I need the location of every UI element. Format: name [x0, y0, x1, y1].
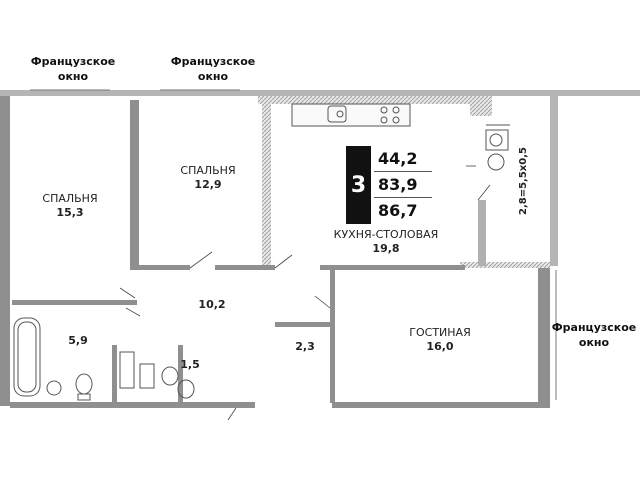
- room-name: СПАЛЬНЯ: [42, 192, 98, 205]
- total-area: 83,9: [374, 172, 432, 198]
- window-note-3: Французское окно: [551, 321, 637, 349]
- window-note-2: Французское окно: [170, 55, 256, 83]
- room-area: 2,3: [295, 340, 315, 353]
- interior-walls: [12, 100, 486, 403]
- bathroom-fixtures: [13, 317, 195, 401]
- room-name: КУХНЯ-СТОЛОВАЯ: [333, 228, 439, 241]
- outer-walls: [0, 90, 640, 408]
- room-area: 19,8: [372, 242, 400, 255]
- room-area: 12,9: [194, 178, 222, 191]
- room-name: СПАЛЬНЯ: [180, 164, 236, 177]
- room-storage: 2,3: [290, 340, 320, 354]
- room-bedroom-2: СПАЛЬНЯ 12,9: [168, 164, 248, 192]
- living-area: 44,2: [374, 146, 432, 172]
- room-wc: 1,5: [176, 358, 204, 372]
- room-count: 3: [346, 146, 371, 224]
- room-living: ГОСТИНАЯ 16,0: [400, 326, 480, 354]
- door-swings: [119, 165, 491, 421]
- room-bedroom-1: СПАЛЬНЯ 15,3: [30, 192, 110, 220]
- windows: [30, 89, 557, 400]
- kitchen-fixtures: [291, 103, 510, 171]
- area-with-balcony: 86,7: [378, 201, 418, 220]
- room-name: ГОСТИНАЯ: [409, 326, 471, 339]
- apartment-badge: 3 44,2 83,9 86,7: [346, 146, 432, 224]
- room-area: 10,2: [198, 298, 226, 311]
- room-bathroom: 5,9: [62, 334, 94, 348]
- room-area: 16,0: [426, 340, 454, 353]
- window-note-1: Французское окно: [30, 55, 116, 83]
- room-area: 15,3: [56, 206, 84, 219]
- room-kitchen: КУХНЯ-СТОЛОВАЯ 19,8: [326, 228, 446, 256]
- room-area: 5,9: [68, 334, 88, 347]
- room-area: 1,5: [180, 358, 200, 371]
- room-hall: 10,2: [192, 298, 232, 312]
- balcony-dimension-label: 2,8=5,5x0,5: [518, 147, 529, 215]
